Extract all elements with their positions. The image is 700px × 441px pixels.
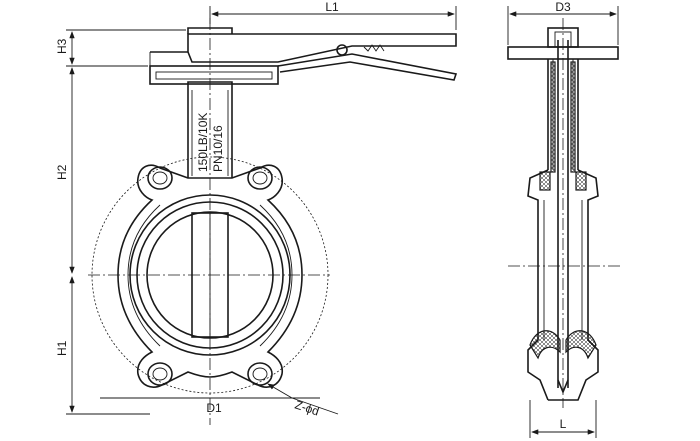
valve-body-outline xyxy=(117,164,303,388)
dim-label-d3: D3 xyxy=(555,0,571,14)
lug-hole-bottom-right-inner xyxy=(252,367,268,381)
side-view xyxy=(507,18,620,408)
hole-callout-label: Z-ϕd xyxy=(293,398,321,419)
mounting-plate xyxy=(149,65,279,85)
bolt-circle xyxy=(91,156,329,394)
handle-stem-cap xyxy=(187,27,233,34)
liner-inner-ring xyxy=(136,201,284,349)
mounting-plate-slot xyxy=(155,71,273,80)
dim-label-l1: L1 xyxy=(325,0,339,14)
lug-hole-bottom-right xyxy=(247,362,273,386)
lug-hole-top-left-inner xyxy=(152,171,168,185)
lug-hole-bottom-left xyxy=(147,362,173,386)
side-upper-seal-left xyxy=(539,171,551,191)
lug-hole-top-left xyxy=(147,166,173,190)
dim-label-d1: D1 xyxy=(206,401,222,415)
dim-label-l: L xyxy=(560,417,567,431)
side-neck-hatch-right xyxy=(570,61,576,173)
lever-trigger-arm xyxy=(277,53,458,81)
body-marking-line2: PN10/16 xyxy=(211,125,225,172)
hole-callout-leader xyxy=(267,383,293,399)
lever-spring xyxy=(363,44,385,52)
lug-hole-top-right-inner xyxy=(252,171,268,185)
dim-label-h3: H3 xyxy=(55,38,69,54)
dim-label-h1: H1 xyxy=(55,340,69,356)
dimensions: L1 D3 H3 H2 H1 D1 Z-ϕd L xyxy=(55,0,619,438)
lever-pivot xyxy=(336,44,348,56)
hole-callout-underline xyxy=(291,397,339,415)
dim-label-h2: H2 xyxy=(55,164,69,180)
side-bottom-seal xyxy=(529,330,561,360)
side-upper-seal-right xyxy=(575,171,587,191)
side-neck-hatch-left xyxy=(550,61,556,173)
liner-outer-ring xyxy=(129,194,291,356)
body-marking-line1: 150LB/10K xyxy=(196,113,210,172)
lever-handle xyxy=(187,33,457,63)
side-stem-tip xyxy=(557,379,569,395)
lug-hole-bottom-left-inner xyxy=(152,367,168,381)
side-neck xyxy=(547,59,579,170)
lug-hole-top-right xyxy=(247,166,273,190)
disc-bore xyxy=(146,211,274,339)
valve-neck xyxy=(187,81,233,178)
side-bottom-seal-right xyxy=(565,330,597,360)
front-view: 150LB/10K PN10/16 xyxy=(88,18,458,425)
body-inner-offset xyxy=(127,204,293,347)
